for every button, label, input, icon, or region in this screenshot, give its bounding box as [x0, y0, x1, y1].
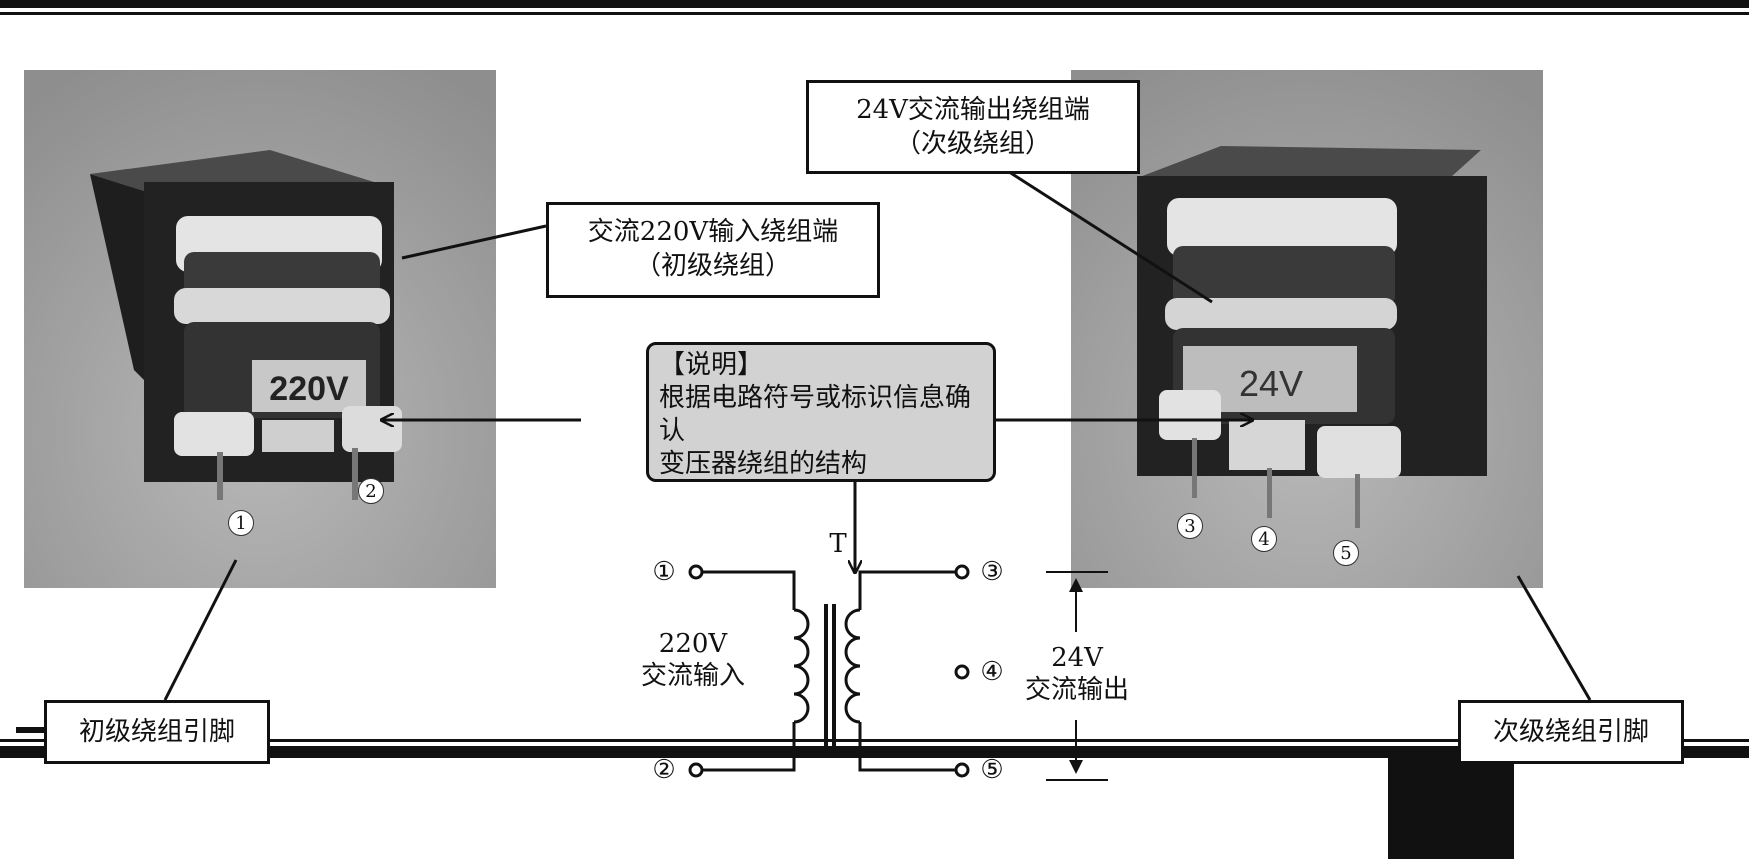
note-callout-line2: 变压器绕组的结构 — [659, 449, 868, 479]
terminal-5: ⑤ — [980, 755, 1004, 785]
right-pin-4-label: 4 — [1251, 526, 1277, 552]
transformer-designator: T — [829, 529, 847, 559]
right-transformer-photo: 24V 3 4 5 — [1071, 70, 1543, 588]
terminal-3: ③ — [980, 557, 1004, 587]
input-voltage-label: 220V 交流输入 — [618, 628, 768, 692]
secondary-winding-callout: 24V交流输出绕组端 （次级绕组） — [806, 80, 1140, 174]
terminal-4: ④ — [980, 657, 1004, 687]
left-pin-1-label: 1 — [228, 510, 254, 536]
left-label-text: 220V — [269, 370, 349, 408]
secondary-pins-callout: 次级绕组引脚 — [1458, 700, 1684, 764]
note-callout: 【说明】 根据电路符号或标识信息确认 变压器绕组的结构 — [646, 342, 996, 482]
secondary-winding-callout-line1: 24V交流输出绕组端 — [856, 95, 1090, 125]
output-voltage-line1: 24V — [1051, 643, 1103, 673]
bottom-rule — [0, 746, 1749, 758]
primary-winding-callout: 交流220V输入绕组端 （初级绕组） — [546, 202, 880, 298]
left-transformer-drawing: 220V — [24, 70, 496, 588]
primary-winding-callout-line2: （初级绕组） — [634, 251, 791, 281]
transformer-symbol — [688, 564, 1108, 781]
terminal-1: ① — [652, 557, 676, 587]
output-voltage-line2: 交流输出 — [1024, 675, 1129, 705]
left-pin-2-label: 2 — [358, 478, 384, 504]
output-voltage-label: 24V 交流输出 — [1012, 642, 1142, 706]
left-transformer-photo: 220V 1 2 — [24, 70, 496, 588]
note-callout-line1: 根据电路符号或标识信息确认 — [659, 383, 972, 446]
input-voltage-line1: 220V — [658, 629, 728, 659]
terminal-2: ② — [652, 755, 676, 785]
bottom-rule-thin — [0, 739, 1749, 742]
right-pin-5-label: 5 — [1333, 540, 1359, 566]
top-rule-thin — [0, 12, 1749, 15]
corner-block — [1388, 758, 1514, 859]
note-callout-title: 【说明】 — [659, 350, 764, 380]
primary-winding-callout-line1: 交流220V输入绕组端 — [587, 217, 839, 247]
input-voltage-line2: 交流输入 — [640, 661, 745, 691]
primary-pins-callout: 初级绕组引脚 — [44, 700, 270, 764]
right-label-text: 24V — [1239, 363, 1303, 404]
secondary-winding-callout-line2: （次级绕组） — [894, 129, 1051, 159]
top-rule — [0, 0, 1749, 8]
right-transformer-drawing: 24V — [1071, 70, 1543, 588]
right-pin-3-label: 3 — [1177, 513, 1203, 539]
